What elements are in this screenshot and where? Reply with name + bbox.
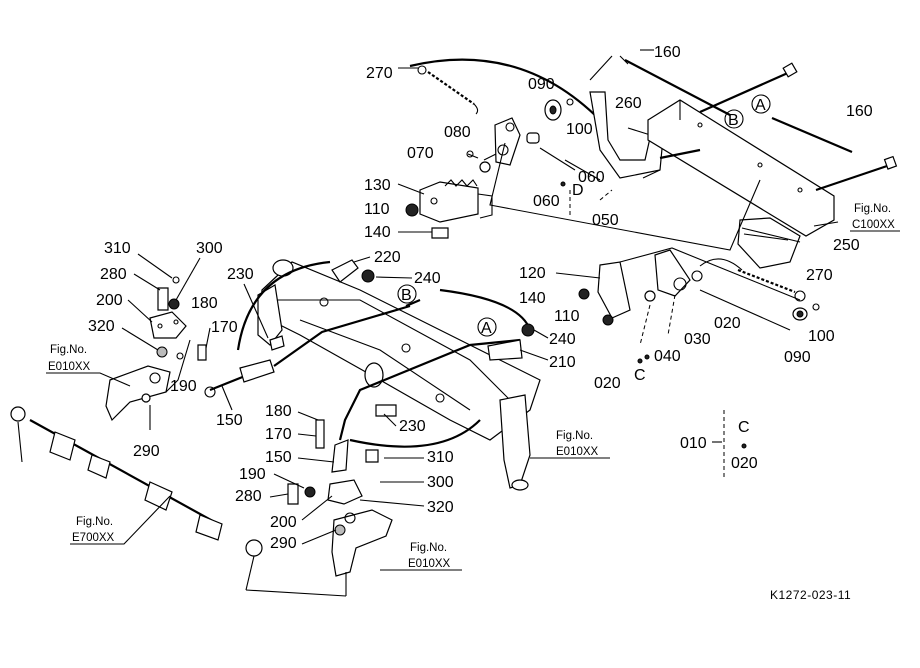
fig-ref-code: E010XX bbox=[556, 446, 599, 458]
callout-020: 020 bbox=[714, 315, 741, 332]
callout-140: 140 bbox=[519, 290, 546, 307]
fig-ref-label: Fig.No. bbox=[410, 542, 447, 554]
upper-assembly bbox=[398, 55, 898, 269]
callout-150: 150 bbox=[265, 449, 292, 466]
callout-050: 050 bbox=[592, 212, 619, 229]
callout-200: 200 bbox=[96, 292, 123, 309]
callout-250: 250 bbox=[833, 237, 860, 254]
callout-320: 320 bbox=[427, 499, 454, 516]
callout-290: 290 bbox=[133, 443, 160, 460]
callout-060: 060 bbox=[578, 169, 605, 186]
callout-090: 090 bbox=[528, 76, 555, 93]
tie-rod-left bbox=[10, 276, 263, 591]
callout-080: 080 bbox=[444, 124, 471, 141]
callout-270: 270 bbox=[806, 267, 833, 284]
fig-ref-label: Fig.No. bbox=[76, 516, 113, 528]
callout-C: C bbox=[634, 367, 646, 384]
callout-010: 010 bbox=[680, 435, 707, 452]
callout-020: 020 bbox=[731, 455, 758, 472]
callout-220: 220 bbox=[374, 249, 401, 266]
callout-200: 200 bbox=[270, 514, 297, 531]
callout-300: 300 bbox=[196, 240, 223, 257]
leaders-upper bbox=[489, 55, 839, 251]
callout-230: 230 bbox=[399, 418, 426, 435]
callout-300: 300 bbox=[427, 474, 454, 491]
callout-A: A bbox=[481, 320, 492, 337]
diagram-code: K1272-023-11 bbox=[770, 588, 851, 602]
callout-210: 210 bbox=[549, 354, 576, 371]
callout-240: 240 bbox=[549, 331, 576, 348]
callout-320: 320 bbox=[88, 318, 115, 335]
knuckle-right-bottom bbox=[245, 479, 393, 597]
callout-110: 110 bbox=[364, 201, 390, 218]
center-small-parts bbox=[197, 259, 535, 463]
callout-160: 160 bbox=[654, 44, 681, 61]
fig-ref-code: E010XX bbox=[408, 558, 451, 570]
callout-labels: 270 160 090 100 260 B A 160 080 070 060 … bbox=[46, 44, 900, 602]
callout-310: 310 bbox=[104, 240, 131, 257]
callout-110: 110 bbox=[554, 308, 580, 325]
callout-120: 120 bbox=[519, 265, 546, 282]
callout-C: C bbox=[738, 419, 750, 436]
callout-B: B bbox=[728, 112, 739, 129]
callout-070: 070 bbox=[407, 145, 434, 162]
callout-190: 190 bbox=[170, 378, 197, 395]
drag-links bbox=[204, 298, 521, 473]
callout-100: 100 bbox=[566, 121, 593, 138]
callout-310: 310 bbox=[427, 449, 454, 466]
fig-ref-code: E700XX bbox=[72, 532, 115, 544]
callout-B: B bbox=[401, 287, 412, 304]
callout-180: 180 bbox=[265, 403, 292, 420]
fig-ref-label: Fig.No. bbox=[556, 430, 593, 442]
callout-190: 190 bbox=[239, 466, 266, 483]
callout-A: A bbox=[755, 97, 766, 114]
callout-240: 240 bbox=[414, 270, 441, 287]
fig-ref-code: C100XX bbox=[852, 219, 895, 231]
callout-140: 140 bbox=[364, 224, 391, 241]
bracket-130 bbox=[419, 179, 493, 223]
callout-060: 060 bbox=[533, 193, 560, 210]
fig-ref-label: Fig.No. bbox=[50, 344, 87, 356]
right-mid-assembly bbox=[578, 247, 820, 346]
callout-030: 030 bbox=[684, 331, 711, 348]
fig-ref-label: Fig.No. bbox=[854, 203, 891, 215]
rods bbox=[619, 55, 898, 192]
callout-040: 040 bbox=[654, 348, 681, 365]
callout-280: 280 bbox=[235, 488, 262, 505]
callout-130: 130 bbox=[364, 177, 391, 194]
callout-230: 230 bbox=[227, 266, 254, 283]
callout-D: D bbox=[572, 182, 584, 199]
fig-ref-code: E010XX bbox=[48, 361, 91, 373]
spring-270-top bbox=[398, 65, 479, 115]
callout-270: 270 bbox=[366, 65, 393, 82]
callout-180: 180 bbox=[191, 295, 218, 312]
callout-280: 280 bbox=[100, 266, 127, 283]
callout-170: 170 bbox=[265, 426, 292, 443]
callout-020: 020 bbox=[594, 375, 621, 392]
callout-290: 290 bbox=[270, 535, 297, 552]
callout-160: 160 bbox=[846, 103, 873, 120]
callout-150: 150 bbox=[216, 412, 243, 429]
callout-090: 090 bbox=[784, 349, 811, 366]
callout-260: 260 bbox=[615, 95, 642, 112]
callout-100: 100 bbox=[808, 328, 835, 345]
callout-170: 170 bbox=[211, 319, 238, 336]
lever-assembly bbox=[466, 98, 574, 173]
